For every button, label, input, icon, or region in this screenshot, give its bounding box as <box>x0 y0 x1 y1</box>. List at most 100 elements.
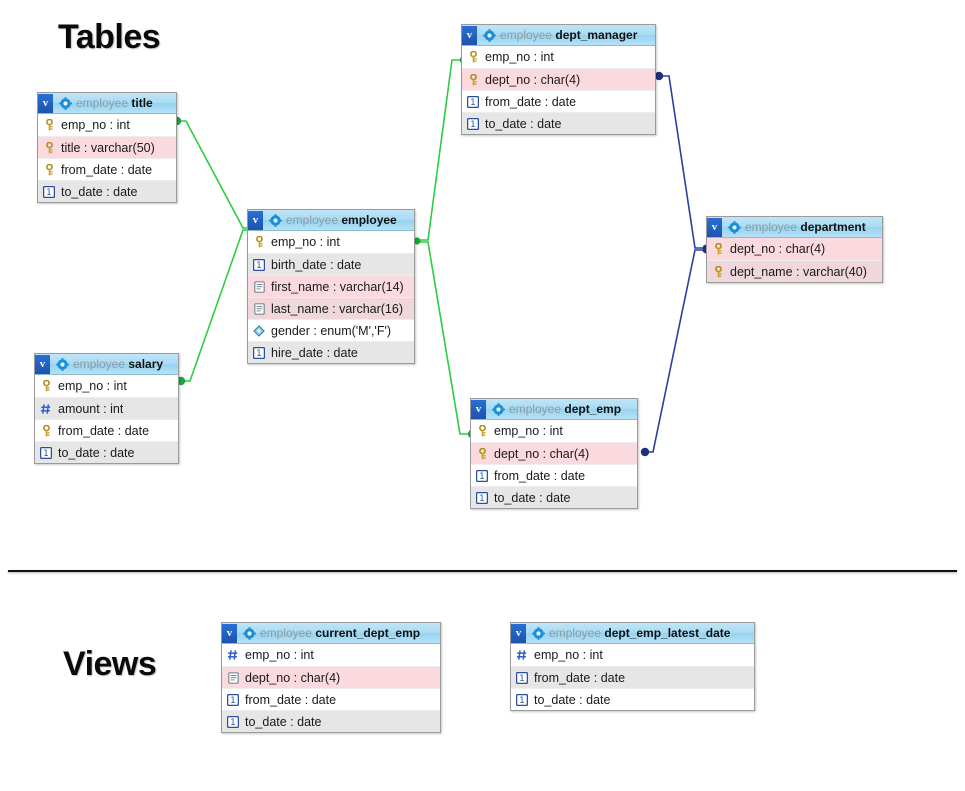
svg-text:1: 1 <box>230 718 235 728</box>
column-row[interactable]: emp_no : int <box>511 644 754 666</box>
gear-icon <box>490 401 506 417</box>
view-badge: v <box>462 25 477 45</box>
entity-header: v employee department <box>707 217 882 238</box>
number-icon <box>515 648 529 662</box>
column-row[interactable]: dept_no : char(4) <box>222 666 440 688</box>
key-icon <box>42 141 56 155</box>
entity-dept-emp-latest-date[interactable]: v employee dept_emp_latest_date emp_no :… <box>510 622 755 711</box>
entity-title-text: employee department <box>745 221 871 234</box>
key-icon <box>475 447 489 461</box>
key-icon <box>711 242 725 256</box>
svg-text:1: 1 <box>470 120 475 130</box>
column-list: dept_no : char(4) dept_name : varchar(40) <box>707 238 882 282</box>
column-label: emp_no : int <box>58 379 127 393</box>
column-label: dept_name : varchar(40) <box>730 264 867 279</box>
date-icon: 1 <box>515 671 529 685</box>
entity-title-text: employee current_dept_emp <box>260 627 425 640</box>
number-icon <box>39 402 53 416</box>
key-icon <box>711 265 725 279</box>
column-row[interactable]: from_date : date <box>38 158 176 180</box>
view-name: dept_emp_latest_date <box>604 626 731 640</box>
entity-department[interactable]: v employee department dept_no : char(4)d… <box>706 216 883 283</box>
column-row[interactable]: dept_no : char(4) <box>471 442 637 464</box>
column-label: emp_no : int <box>61 118 130 132</box>
view-badge: v <box>707 217 722 237</box>
entity-title[interactable]: v employee title emp_no : int title : var… <box>37 92 177 203</box>
entity-dept-manager[interactable]: v employee dept_manager emp_no : int dept… <box>461 24 656 135</box>
entity-current-dept-emp[interactable]: v employee current_dept_emp emp_no : int… <box>221 622 441 733</box>
column-row[interactable]: amount : int <box>35 397 178 419</box>
table-name: title <box>131 96 153 110</box>
svg-text:1: 1 <box>46 188 51 198</box>
column-row[interactable]: emp_no : int <box>35 375 178 397</box>
gear-icon <box>481 27 497 43</box>
key-icon <box>475 424 489 438</box>
date-icon: 1 <box>42 185 56 199</box>
column-label: dept_no : char(4) <box>494 446 590 461</box>
column-row[interactable]: dept_no : char(4) <box>707 238 882 260</box>
number-icon <box>226 648 240 662</box>
column-row[interactable]: title : varchar(50) <box>38 136 176 158</box>
svg-text:1: 1 <box>43 449 48 459</box>
table-name: dept_emp <box>564 402 622 416</box>
column-row[interactable]: 1 from_date : date <box>511 666 754 688</box>
column-label: dept_no : char(4) <box>485 72 581 87</box>
date-icon: 1 <box>226 693 240 707</box>
column-label: hire_date : date <box>271 345 358 360</box>
column-label: to_date : date <box>58 445 135 460</box>
views-section-title: Views <box>63 645 157 683</box>
column-row[interactable]: from_date : date <box>35 419 178 441</box>
column-row[interactable]: emp_no : int <box>222 644 440 666</box>
column-row[interactable]: emp_no : int <box>248 231 414 253</box>
entity-title-text: employee salary <box>73 358 168 371</box>
entity-title-text: employee title <box>76 97 158 110</box>
column-row[interactable]: 1 hire_date : date <box>248 341 414 363</box>
table-name: dept_manager <box>555 28 638 42</box>
schema-name: employee <box>500 28 553 42</box>
key-icon <box>466 50 480 64</box>
column-row[interactable]: emp_no : int <box>462 46 655 68</box>
column-row[interactable]: gender : enum('M','F') <box>248 319 414 341</box>
column-row[interactable]: dept_no : char(4) <box>462 68 655 90</box>
column-row[interactable]: last_name : varchar(16) <box>248 297 414 319</box>
column-row[interactable]: emp_no : int <box>38 114 176 136</box>
date-icon: 1 <box>252 346 266 360</box>
column-label: to_date : date <box>61 184 138 199</box>
svg-text:1: 1 <box>230 696 235 706</box>
key-icon <box>466 73 480 87</box>
key-icon <box>39 424 53 438</box>
column-label: dept_no : char(4) <box>730 242 826 256</box>
column-row[interactable]: emp_no : int <box>471 420 637 442</box>
column-row[interactable]: dept_name : varchar(40) <box>707 260 882 282</box>
view-badge: v <box>222 623 237 643</box>
column-row[interactable]: 1 to_date : date <box>38 180 176 202</box>
view-badge: v <box>38 93 53 113</box>
entity-title-text: employee dept_emp_latest_date <box>549 627 735 640</box>
column-label: emp_no : int <box>485 50 554 64</box>
svg-text:1: 1 <box>519 696 524 706</box>
column-label: last_name : varchar(16) <box>271 301 404 316</box>
column-label: from_date : date <box>534 670 626 685</box>
gear-icon <box>54 356 70 372</box>
date-icon: 1 <box>515 693 529 707</box>
schema-name: employee <box>745 220 798 234</box>
entity-header: v employee current_dept_emp <box>222 623 440 644</box>
column-row[interactable]: 1 to_date : date <box>35 441 178 463</box>
column-row[interactable]: first_name : varchar(14) <box>248 275 414 297</box>
date-icon: 1 <box>466 95 480 109</box>
